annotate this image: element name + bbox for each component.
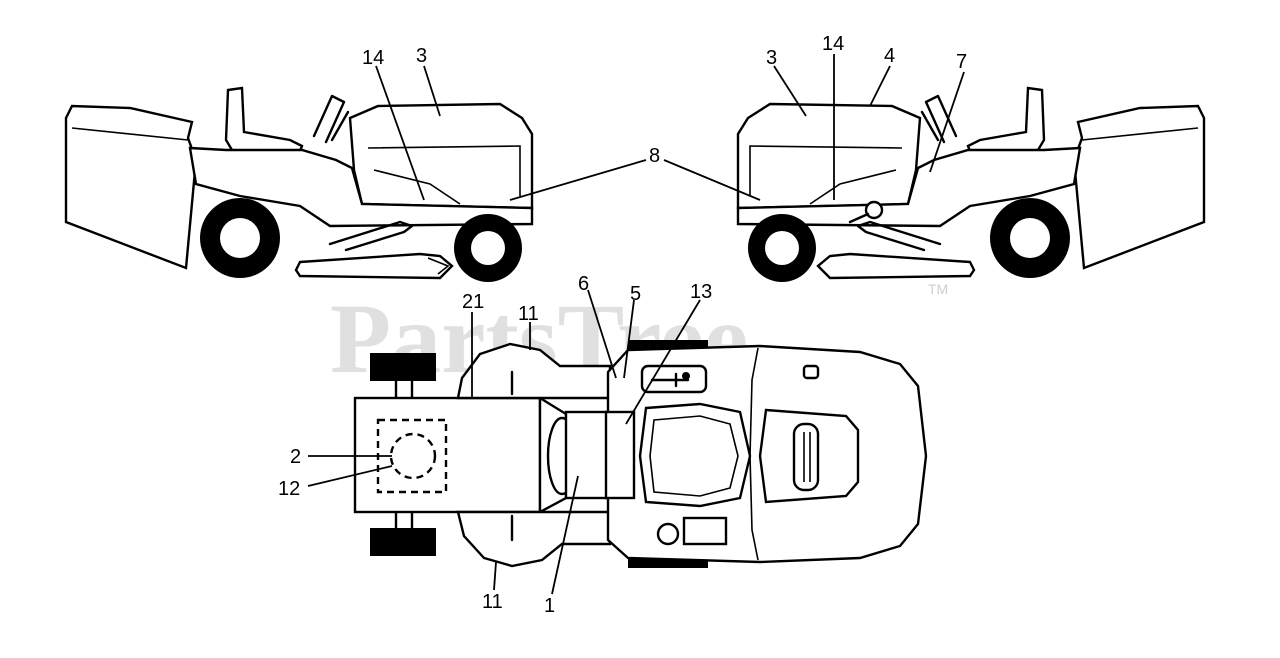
- callout-4-right: 4: [884, 45, 895, 67]
- deck-discharge: [427, 257, 450, 275]
- callout-3-left: 3: [416, 45, 427, 67]
- leader-12: [307, 465, 393, 487]
- callout-6: 6: [578, 273, 589, 295]
- callouts: 14 3 3 14 4 7 8 21 11 6 5 13 2 12 11 1: [278, 33, 967, 617]
- steering-column: [330, 110, 350, 142]
- tractor-left-side-view: [64, 86, 534, 282]
- grass-bag-seam: [71, 127, 189, 141]
- mower-deck: [294, 252, 454, 280]
- leader-3-right: [773, 65, 807, 117]
- steering-wheel-grip: [803, 432, 811, 482]
- seat: [224, 86, 304, 158]
- callout-5: 5: [630, 283, 641, 305]
- rear-tire-top: [370, 353, 436, 381]
- callout-2: 2: [290, 446, 301, 468]
- callout-11-top: 11: [518, 303, 539, 325]
- leader-11-bottom: [493, 561, 497, 591]
- callout-8: 8: [649, 145, 660, 167]
- steering-wheel: [924, 94, 958, 144]
- callout-14-left: 14: [362, 47, 384, 69]
- chassis: [736, 146, 1082, 228]
- callout-13: 13: [690, 281, 712, 303]
- tractor-right-side-view: [736, 86, 1206, 282]
- callout-11-bottom: 11: [482, 591, 503, 613]
- leader-4-right: [869, 65, 891, 107]
- leader-3-left: [423, 65, 441, 117]
- steering-column: [920, 110, 940, 142]
- hood-side-line: [373, 169, 461, 205]
- leader-8-left: [509, 159, 647, 201]
- deck-lift: [328, 220, 414, 252]
- leader-6: [587, 289, 617, 379]
- front-wheel: [748, 214, 816, 282]
- decal-2-outline: [389, 432, 437, 480]
- rear-wheel: [200, 198, 280, 278]
- callout-1: 1: [544, 595, 555, 617]
- grass-bag-seam: [1081, 127, 1199, 141]
- seat-top: [638, 402, 752, 508]
- steering-wheel: [312, 94, 346, 144]
- seat-cushion: [649, 415, 739, 497]
- front-wheel: [454, 214, 522, 282]
- grass-bag-top: [353, 396, 542, 514]
- seat-back-block: [564, 410, 612, 500]
- lift-lever: [848, 200, 884, 224]
- fender-panel-13: [604, 410, 636, 500]
- watermark-trademark: TM: [928, 281, 948, 297]
- seat: [966, 86, 1046, 158]
- chassis: [188, 146, 534, 228]
- fuel-cap: [802, 364, 820, 380]
- callout-12: 12: [278, 478, 300, 500]
- leader-8-right: [663, 159, 761, 201]
- manual-box: [682, 516, 728, 546]
- cup-holder: [656, 522, 680, 546]
- leader-1: [551, 475, 579, 595]
- steering-wheel-top: [792, 422, 820, 492]
- mower-deck: [816, 252, 976, 280]
- grass-bag: [1072, 104, 1206, 270]
- callout-21: 21: [462, 291, 484, 313]
- leader-5: [623, 299, 635, 379]
- leader-14-left: [375, 65, 425, 201]
- leader-7-right: [929, 71, 965, 173]
- hood-grille-line: [749, 145, 903, 196]
- callout-14-right: 14: [822, 33, 844, 55]
- leader-lines: [307, 54, 965, 595]
- rear-fender-bottom: [456, 510, 612, 568]
- hood: [348, 102, 534, 210]
- deck-lift: [856, 220, 942, 252]
- leader-13: [625, 299, 701, 425]
- throttle-slot: [650, 372, 690, 388]
- rear-wheel: [990, 198, 1070, 278]
- hood: [736, 102, 922, 210]
- key-switch: [682, 372, 690, 380]
- rear-tire-bottom: [370, 528, 436, 556]
- grass-bag: [64, 104, 198, 270]
- callout-3-right: 3: [766, 47, 777, 69]
- rear-axle: [394, 379, 414, 530]
- callout-7-right: 7: [956, 51, 967, 73]
- hood-side-line: [809, 169, 897, 205]
- tractor-top-view: [353, 340, 928, 568]
- hood-grille-line: [367, 145, 521, 196]
